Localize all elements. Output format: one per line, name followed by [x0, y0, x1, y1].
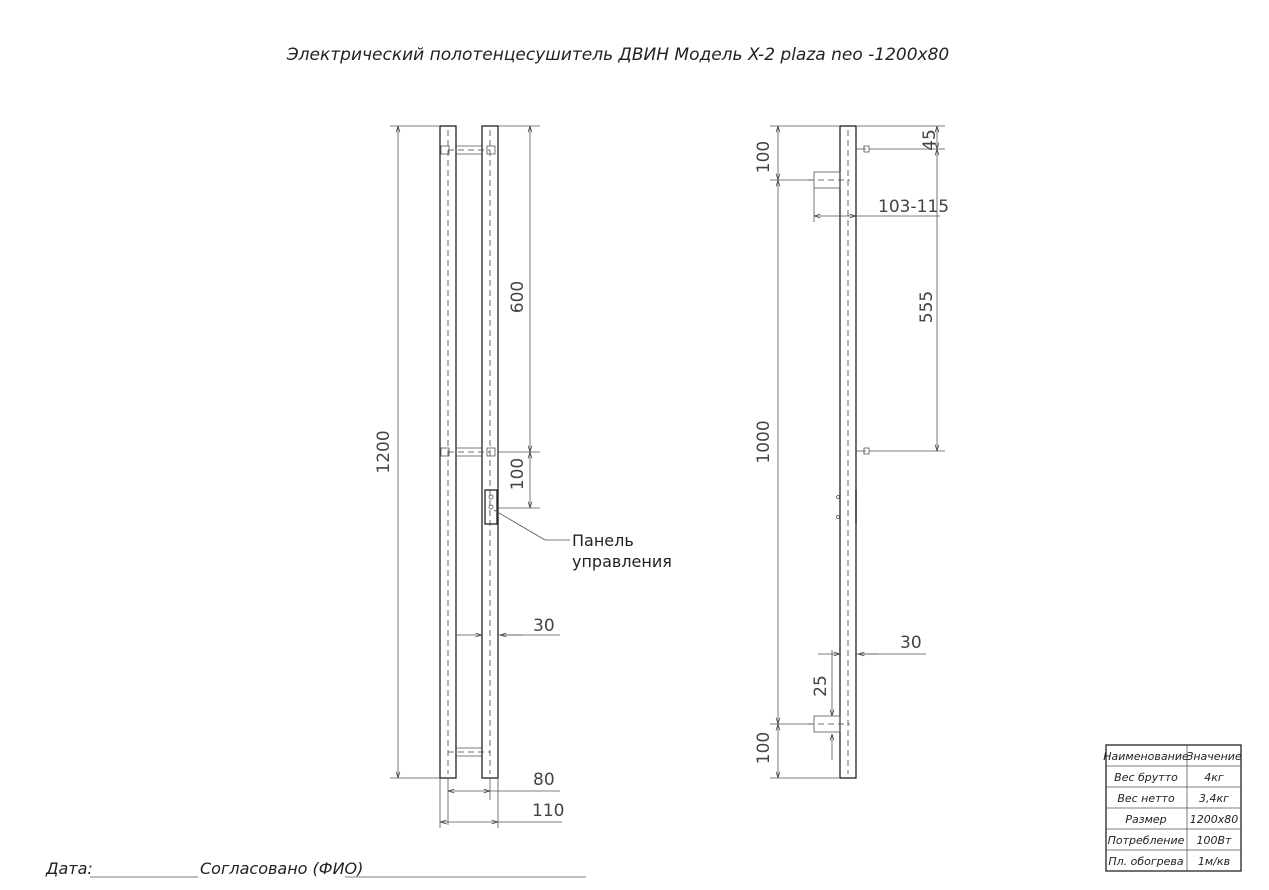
table-header-value: Значение	[1186, 750, 1242, 763]
dim-25: 25	[811, 675, 831, 697]
table-row-value: 100Вт	[1197, 834, 1233, 847]
dim-100-bottom: 100	[754, 732, 774, 764]
table-row-value: 1200х80	[1190, 813, 1239, 826]
panel-label-line1: Панель	[572, 531, 634, 550]
dim-600: 600	[508, 281, 528, 313]
table-row-value: 3,4кг	[1199, 792, 1229, 805]
panel-label-line2: управления	[572, 552, 672, 571]
table-row-name: Размер	[1125, 813, 1166, 826]
dim-555: 555	[917, 291, 937, 323]
side-view: 100 45 103-115 555 1000 30 25 100	[754, 125, 949, 779]
table-row-name: Пл. обогрева	[1108, 855, 1184, 868]
dim-110: 110	[532, 801, 564, 821]
dim-103-115: 103-115	[878, 197, 949, 217]
approved-label: Согласовано (ФИО)	[200, 859, 363, 878]
dim-45: 45	[920, 129, 940, 151]
table-row-value: 4кг	[1204, 771, 1224, 784]
dim-100-front: 100	[508, 458, 528, 490]
top-wall-bracket	[813, 171, 841, 189]
dim-1000: 1000	[754, 420, 774, 463]
spec-table: Наименование Значение Вес брутто 4кг Вес…	[1103, 744, 1242, 872]
dim-100-top: 100	[754, 141, 774, 173]
dim-1200: 1200	[374, 430, 394, 473]
drawing-title: Электрический полотенцесушитель ДВИН Мод…	[286, 45, 949, 65]
table-row-name: Потребление	[1108, 834, 1185, 847]
table-row-name: Вес брутто	[1114, 771, 1178, 784]
control-panel	[484, 489, 498, 525]
date-label: Дата:	[45, 859, 93, 878]
bottom-wall-bracket	[813, 715, 841, 733]
footer: Дата: Согласовано (ФИО)	[45, 859, 586, 878]
dim-80: 80	[533, 770, 555, 790]
side-tube	[839, 125, 857, 779]
table-row-name: Вес нетто	[1117, 792, 1175, 805]
dim-30-side: 30	[900, 633, 922, 653]
dim-30-front: 30	[533, 616, 555, 636]
table-row-value: 1м/кв	[1198, 855, 1230, 868]
front-view: Панель управления 1200 600 100 30 80 110	[374, 125, 672, 828]
table-header-name: Наименование	[1103, 750, 1189, 763]
